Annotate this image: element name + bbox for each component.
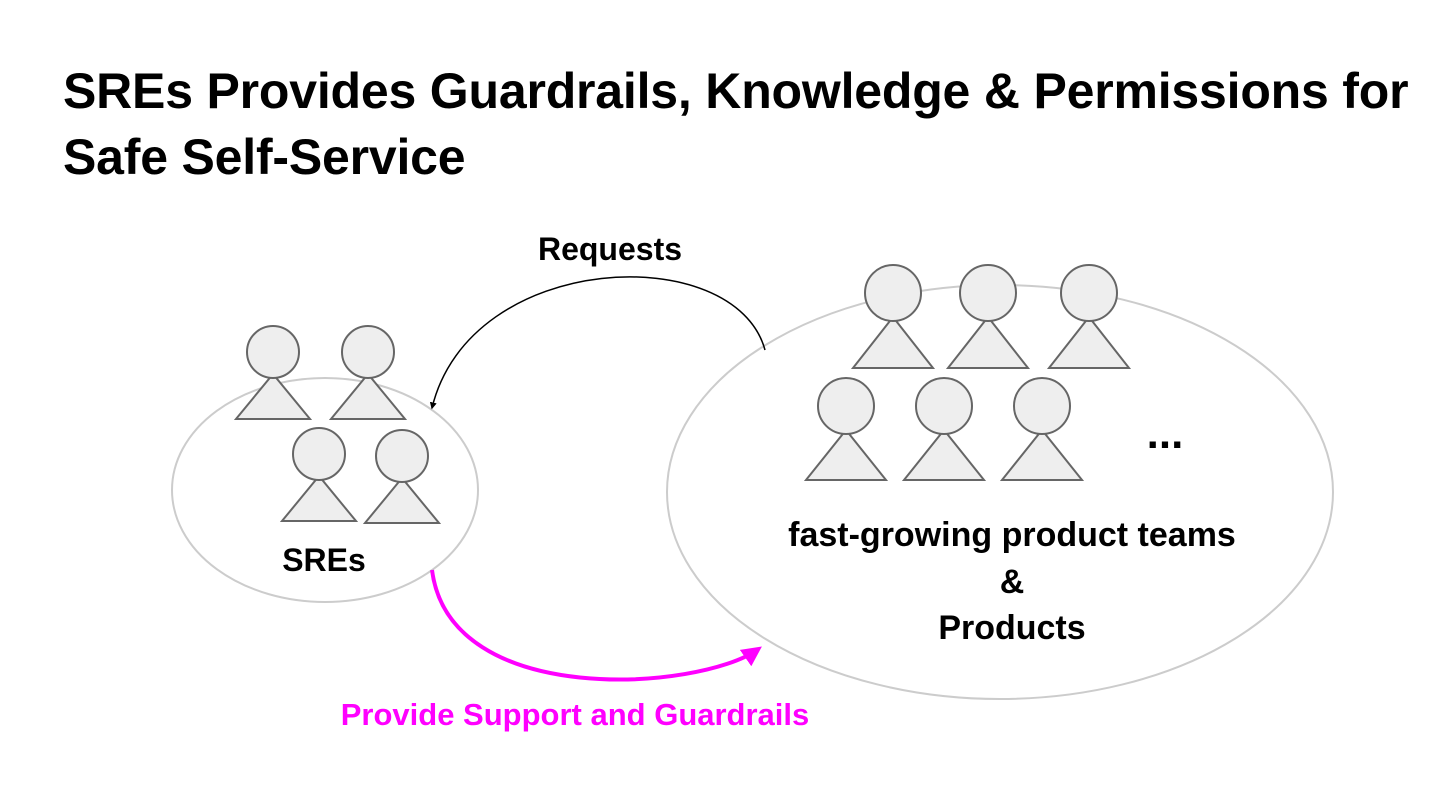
sre-members [233,325,442,524]
support-arrow [430,569,762,682]
support-label: Provide Support and Guardrails [341,697,810,732]
person-icon [803,377,889,481]
person-icon [850,264,936,369]
product-team-members [803,264,1132,481]
sre-group-label: SREs [282,542,366,578]
person-icon [1046,264,1132,369]
slide-title: SREs Provides Guardrails, Knowledge & Pe… [63,63,1409,185]
product-group-label-line-3: Products [938,609,1085,647]
person-icon [901,377,987,481]
person-icon [233,325,313,420]
product-group-label-line-2: & [1000,563,1025,601]
requests-label: Requests [538,231,682,267]
person-icon [328,325,408,420]
more-teams-ellipsis: ... [1147,409,1184,458]
person-icon [362,429,442,524]
sre-group-ellipse [171,377,479,603]
person-icon [999,377,1085,481]
product-group-label-line-1: fast-growing product teams [788,516,1236,554]
person-icon [279,427,359,522]
person-icon [945,264,1031,369]
requests-arrow [429,276,766,410]
